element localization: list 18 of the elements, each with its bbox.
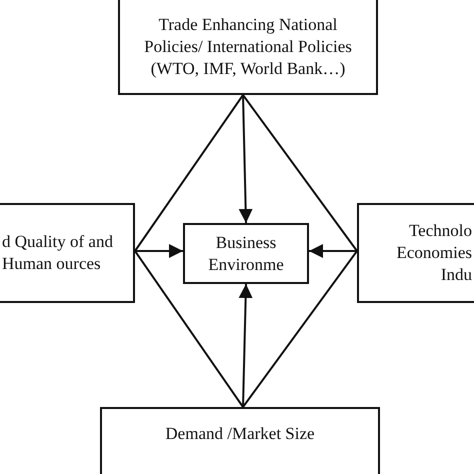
connector-line bbox=[134, 94, 244, 252]
text-box bbox=[0, 203, 135, 303]
text-box bbox=[118, 0, 378, 95]
connector-line bbox=[242, 250, 358, 408]
box-label: Business Environme bbox=[207, 232, 285, 276]
box-label: d Quality of and Human ources bbox=[2, 231, 114, 275]
box-label: Technolo Economies Indu bbox=[395, 220, 472, 286]
connector-line bbox=[242, 94, 358, 252]
arrow bbox=[135, 244, 183, 258]
box-label: Demand /Market Size bbox=[165, 423, 315, 445]
arrow bbox=[238, 284, 253, 408]
connector-line bbox=[134, 250, 244, 408]
text-box bbox=[183, 223, 309, 284]
box-label: Trade Enhancing National Policies/ International Policies (WTO, IMF, World Bank…) bbox=[143, 14, 353, 80]
arrow bbox=[238, 94, 253, 224]
text-box bbox=[100, 407, 380, 474]
text-box bbox=[357, 203, 474, 303]
arrow bbox=[309, 244, 357, 258]
